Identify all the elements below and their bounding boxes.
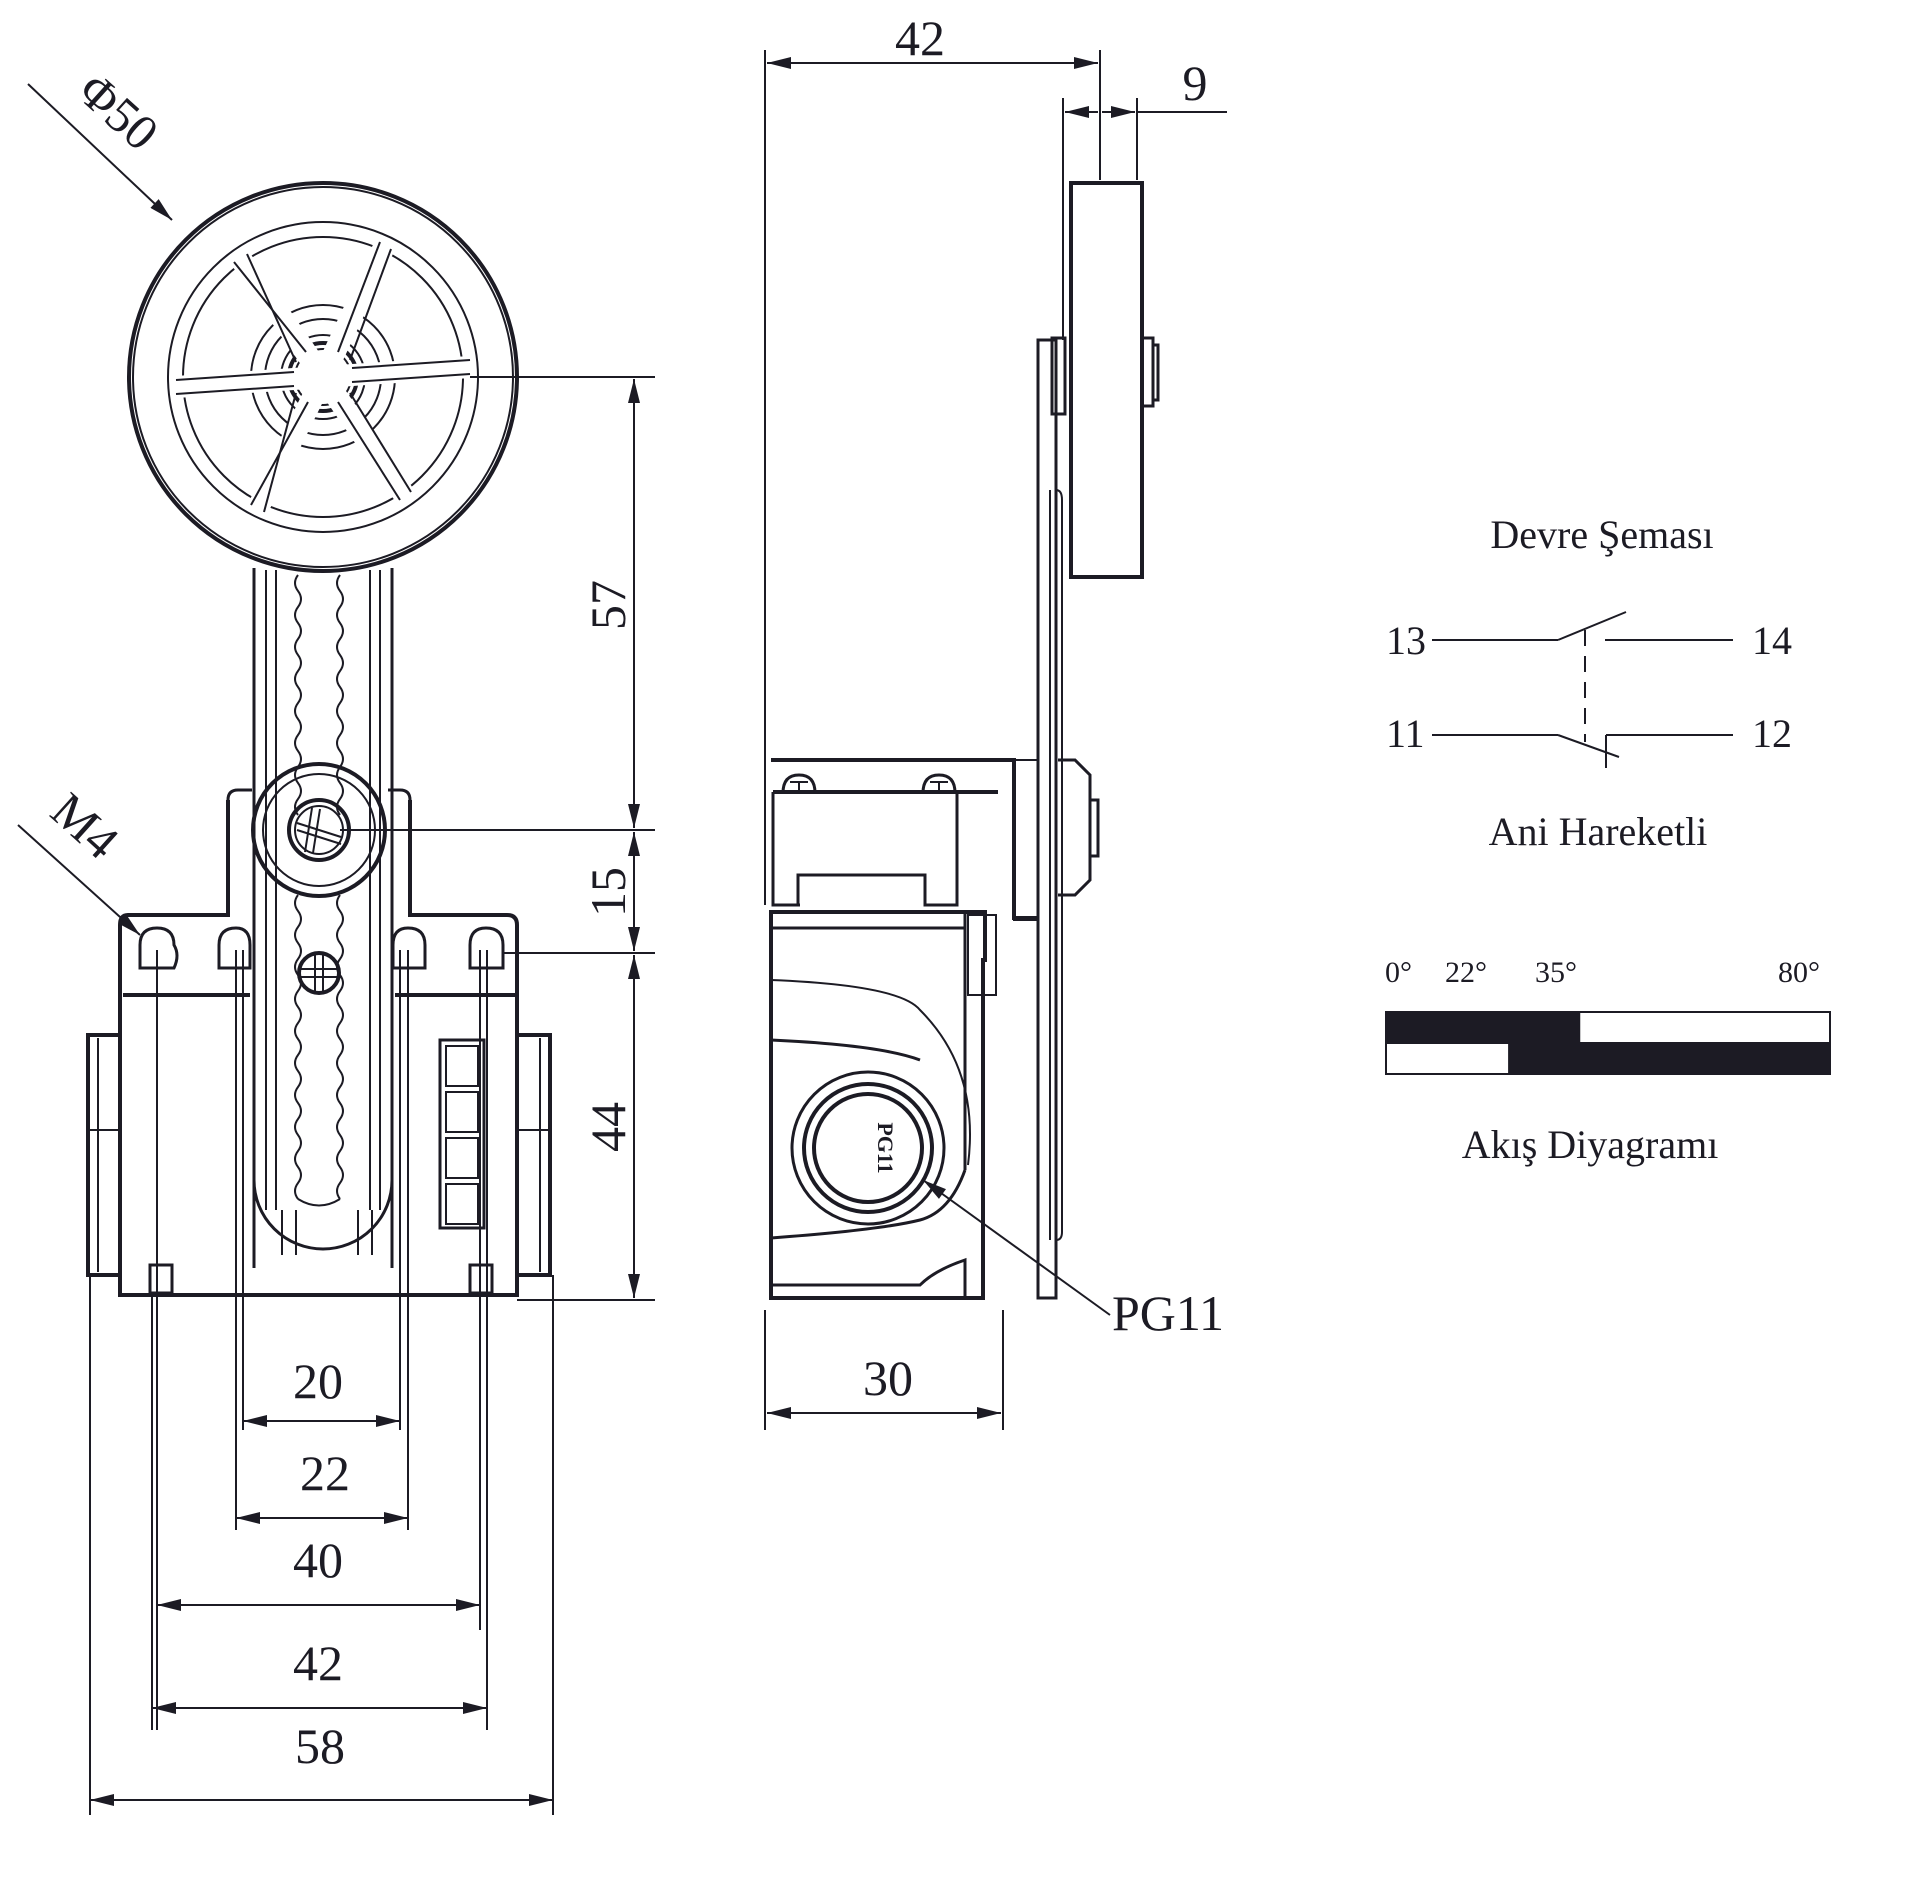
lever-arm (252, 568, 394, 1268)
contact-no (1432, 611, 1733, 641)
dim-57: 57 (580, 580, 636, 630)
dim-58: 58 (295, 1718, 345, 1774)
mount-hole-1 (138, 926, 179, 970)
front-view: 57 15 44 20 22 40 42 58 Φ50 M4 (17, 62, 655, 1815)
flow-title: Akış Diyagramı (1462, 1122, 1719, 1167)
cable-entry: PG11 (790, 1070, 946, 1226)
dim-40: 40 (293, 1532, 343, 1588)
angle-label: 35° (1535, 956, 1577, 989)
dim-44: 44 (580, 1102, 636, 1152)
roller-diameter-label: Φ50 (68, 62, 170, 162)
terminal-14: 14 (1752, 618, 1792, 663)
contact-nc (1432, 734, 1733, 768)
cable-entry-label: PG11 (1112, 1285, 1224, 1341)
terminal-11: 11 (1386, 711, 1425, 756)
terminal-13: 13 (1386, 618, 1426, 663)
dim-42-front: 42 (293, 1635, 343, 1691)
circuit-diagram: Devre Şeması 13 14 11 12 Ani Hareketli (1386, 512, 1792, 854)
flow-closed-segment (1508, 1043, 1830, 1074)
lock-screw (297, 951, 341, 995)
angle-label: 22° (1445, 956, 1487, 989)
serrated-slot-left (294, 574, 302, 816)
dim-22: 22 (300, 1445, 350, 1501)
pg11-leader (922, 1179, 1111, 1316)
mount-hole-3 (391, 926, 427, 970)
roller-wheel (127, 181, 519, 573)
angle-label: 0° (1385, 956, 1412, 989)
flow-closed-segment (1386, 1012, 1581, 1043)
mount-hole-2 (217, 926, 252, 970)
dim-30: 30 (863, 1350, 913, 1406)
flow-diagram: 0° 22° 35° 80° Akış Diyagramı (1385, 956, 1831, 1167)
diameter-leader (27, 83, 173, 221)
lever-plate (1036, 338, 1058, 1300)
dim-42-side: 42 (895, 10, 945, 66)
roller-side (1069, 181, 1144, 579)
dim-20: 20 (293, 1353, 343, 1409)
angle-label: 80° (1778, 956, 1820, 989)
side-dim-lines (764, 50, 1227, 1430)
dim-15: 15 (580, 867, 636, 917)
horizontal-dim-lines (90, 1415, 553, 1806)
switch-housing (86, 788, 552, 1297)
cable-entry-marking: PG11 (873, 1122, 898, 1173)
dim-9: 9 (1183, 55, 1208, 111)
terminal-12: 12 (1752, 711, 1792, 756)
mount-hole-4 (468, 926, 505, 970)
circuit-title: Devre Şeması (1490, 512, 1713, 557)
circuit-subtitle: Ani Hareketli (1489, 809, 1708, 854)
extension-lines (89, 376, 655, 1815)
side-view: PG11 PG11 42 9 30 (764, 10, 1227, 1430)
thread-leader (17, 824, 141, 936)
emas-logo (438, 1038, 486, 1230)
